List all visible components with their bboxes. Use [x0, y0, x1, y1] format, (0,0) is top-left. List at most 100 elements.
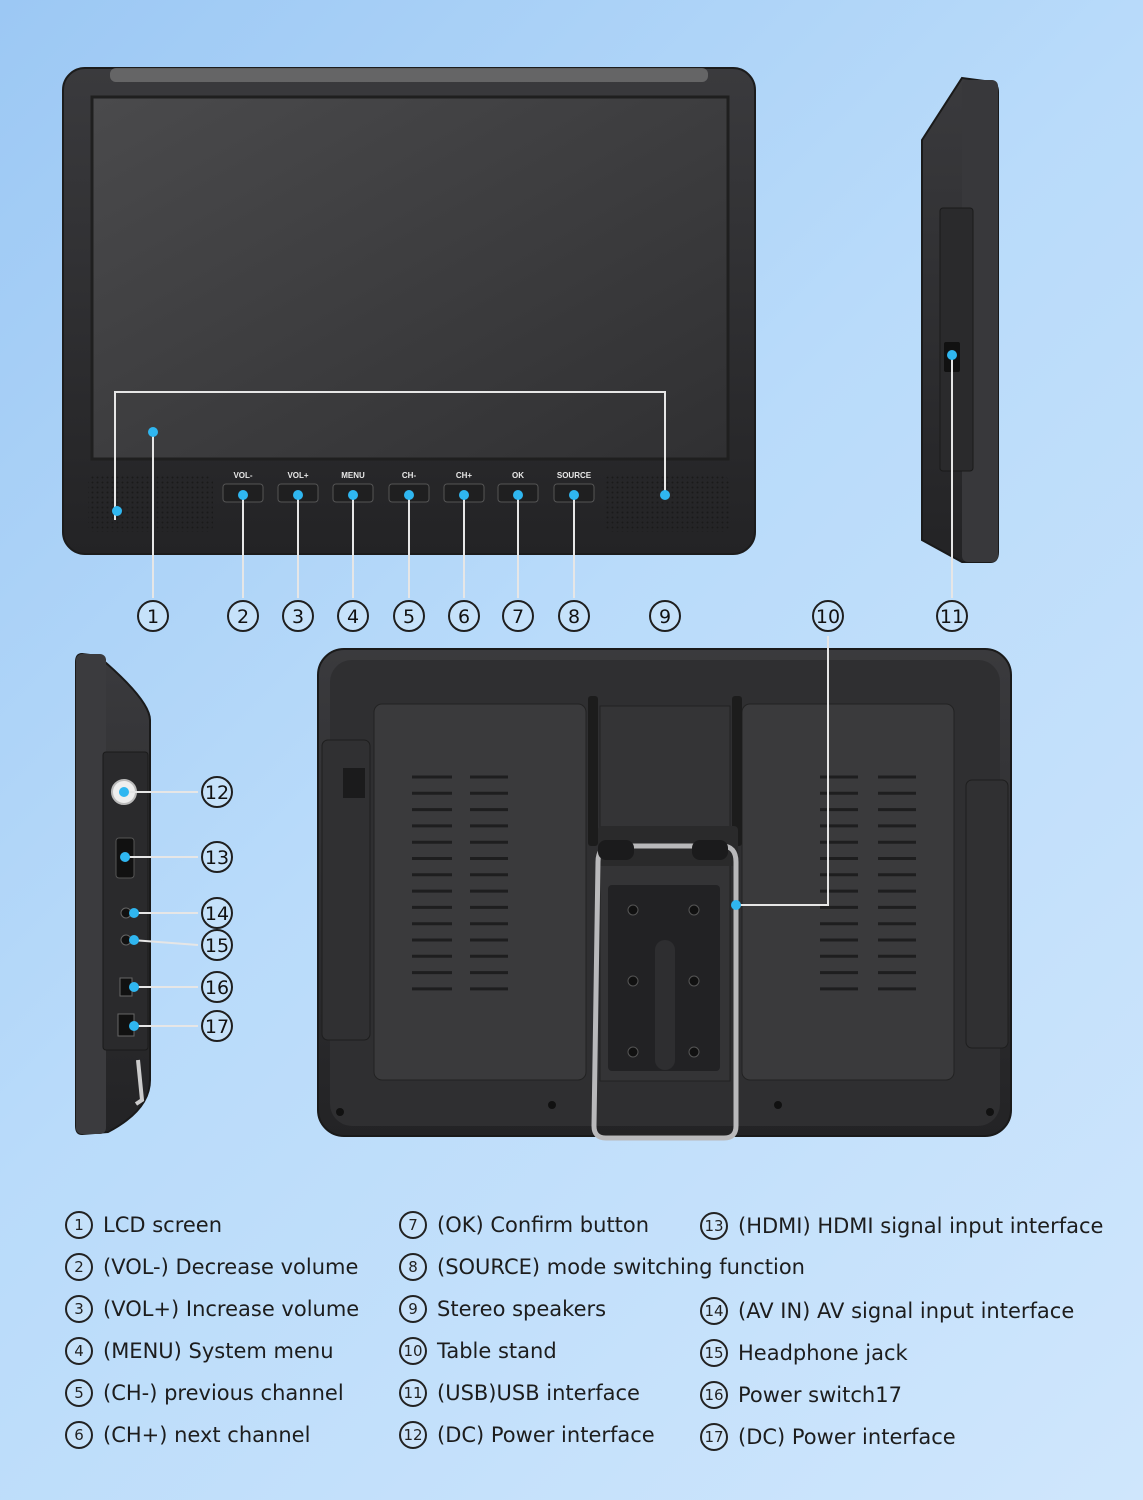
front-button-label: OK — [512, 471, 524, 480]
callout-number: 10 — [816, 606, 840, 628]
tv-diagram: VOL- VOL+ MENU CH- CH+ OK SOURCE — [62, 67, 1012, 1141]
callout-badge: 16 — [201, 971, 233, 1003]
front-button: MENU — [332, 471, 374, 598]
callout-badge: 13 — [201, 841, 233, 873]
tv-front-view: VOL- VOL+ MENU CH- CH+ OK SOURCE — [62, 67, 756, 598]
callout-number: 1 — [147, 606, 159, 628]
legend-item: 5 (CH-) previous channel — [65, 1379, 344, 1407]
front-button: CH- — [388, 471, 430, 598]
legend-number: 13 — [700, 1212, 728, 1240]
legend-number: 1 — [65, 1211, 93, 1239]
legend: 1 LCD screen 2 (VOL-) Decrease volume 3 (VO… — [0, 1200, 1143, 1460]
legend-text: (CH-) previous channel — [103, 1381, 344, 1405]
speaker-leader-line — [114, 391, 666, 520]
callout-badge: 12 — [201, 776, 233, 808]
legend-text: (DC) Power interface — [738, 1425, 956, 1449]
front-button-label: SOURCE — [557, 471, 592, 480]
front-button: OK — [497, 471, 539, 598]
screen-marker-dot — [148, 427, 158, 437]
legend-text: Table stand — [437, 1339, 557, 1363]
legend-number: 8 — [399, 1253, 427, 1281]
legend-text: Stereo speakers — [437, 1297, 607, 1321]
callout-badge: 15 — [201, 929, 233, 961]
legend-item: 2 (VOL-) Decrease volume — [65, 1253, 358, 1281]
right-speaker — [604, 476, 729, 532]
callout-number: 17 — [205, 1016, 229, 1038]
legend-item: 14(AV IN) AV signal input interface — [700, 1297, 1074, 1325]
legend-text: (VOL-) Decrease volume — [103, 1255, 359, 1279]
callout-badge: 11 — [936, 600, 968, 632]
callout-number: 3 — [292, 606, 304, 628]
callout-badge: 6 — [448, 600, 480, 632]
legend-text: (HDMI) HDMI signal input interface — [738, 1214, 1104, 1238]
left-speaker-dot — [112, 506, 122, 516]
front-button: VOL- — [222, 471, 264, 598]
front-button-label: VOL+ — [287, 471, 308, 480]
callout-number: 4 — [347, 606, 359, 628]
callout-number: 9 — [659, 606, 671, 628]
callout-badge: 9 — [649, 600, 681, 632]
legend-item: 7 (OK) Confirm button — [399, 1211, 649, 1239]
right-speaker-dot — [660, 490, 670, 500]
legend-text: Power switch17 — [738, 1383, 902, 1407]
legend-text: (SOURCE) mode switching function — [437, 1255, 805, 1279]
legend-number: 17 — [700, 1423, 728, 1451]
legend-number: 3 — [65, 1295, 93, 1323]
callout-number: 11 — [940, 606, 964, 628]
legend-text: (OK) Confirm button — [437, 1213, 650, 1237]
legend-number: 16 — [700, 1381, 728, 1409]
legend-item: 12 (DC) Power interface — [399, 1421, 655, 1449]
tv-left-side-view — [75, 652, 151, 1136]
legend-text: (VOL+) Increase volume — [103, 1297, 360, 1321]
callout-number: 14 — [205, 903, 229, 925]
legend-item: 10 Table stand — [399, 1337, 557, 1365]
legend-text: (AV IN) AV signal input interface — [738, 1299, 1075, 1323]
legend-text: (DC) Power interface — [437, 1423, 655, 1447]
legend-number: 2 — [65, 1253, 93, 1281]
callout-number: 16 — [205, 977, 229, 999]
callout-badge: 8 — [558, 600, 590, 632]
legend-number: 15 — [700, 1339, 728, 1367]
callout-badge: 1 — [137, 600, 169, 632]
callout-number: 13 — [205, 847, 229, 869]
callout-number: 6 — [458, 606, 470, 628]
tv-back-view — [317, 648, 1012, 1141]
front-button-label: CH- — [402, 471, 417, 480]
callout-number: 7 — [512, 606, 524, 628]
stand-leader-line — [736, 636, 829, 906]
legend-number: 10 — [399, 1337, 427, 1365]
front-button: VOL+ — [277, 471, 319, 598]
left-speaker — [88, 476, 213, 532]
usb-marker-dot — [947, 350, 957, 360]
legend-number: 12 — [399, 1421, 427, 1449]
front-button-label: CH+ — [456, 471, 473, 480]
legend-number: 7 — [399, 1211, 427, 1239]
callout-number: 5 — [403, 606, 415, 628]
legend-text: (MENU) System menu — [103, 1339, 334, 1363]
front-button-label: VOL- — [233, 471, 252, 480]
callout-badge: 7 — [502, 600, 534, 632]
callout-badge: 2 — [227, 600, 259, 632]
tv-right-side-view — [921, 76, 999, 563]
back-vents — [412, 775, 916, 991]
legend-item: 17 (DC) Power interface — [700, 1423, 956, 1451]
legend-text: (USB)USB interface — [437, 1381, 640, 1405]
legend-text: LCD screen — [103, 1213, 223, 1237]
legend-item: 1 LCD screen — [65, 1211, 222, 1239]
front-button: CH+ — [443, 471, 485, 598]
callout-number: 2 — [237, 606, 249, 628]
legend-item: 6(CH+) next channel — [65, 1421, 310, 1449]
callout-badge: 14 — [201, 897, 233, 929]
legend-number: 5 — [65, 1379, 93, 1407]
callout-badge: 5 — [393, 600, 425, 632]
legend-item: 16 Power switch17 — [700, 1381, 902, 1409]
front-button: SOURCE — [553, 471, 595, 598]
callout-badge: 3 — [282, 600, 314, 632]
legend-item: 8 (SOURCE) mode switching function — [399, 1253, 805, 1281]
callout-number: 8 — [568, 606, 580, 628]
front-button-label: MENU — [341, 471, 365, 480]
legend-item: 11(USB)USB interface — [399, 1379, 640, 1407]
